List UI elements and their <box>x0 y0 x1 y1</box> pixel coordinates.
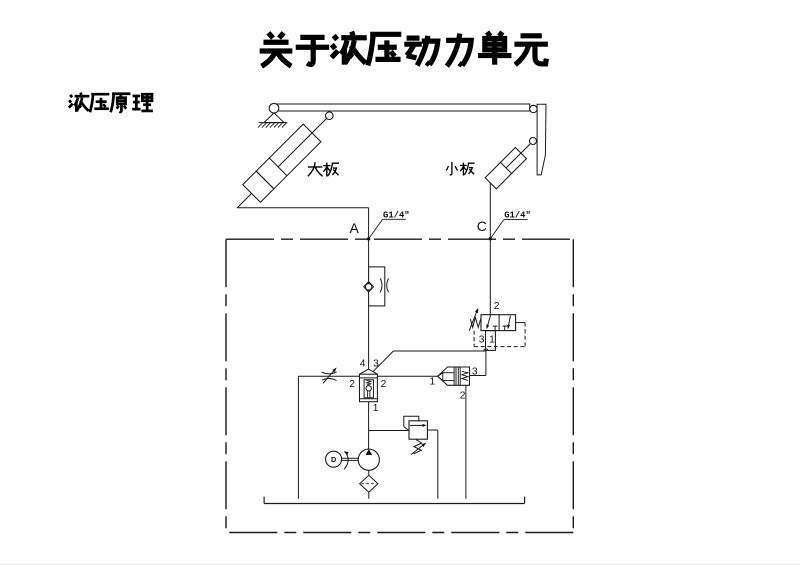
svg-text:1: 1 <box>429 377 435 388</box>
svg-text:1: 1 <box>373 403 379 414</box>
svg-text:4: 4 <box>360 359 366 370</box>
svg-text:3: 3 <box>373 359 379 370</box>
svg-text:A: A <box>350 220 360 236</box>
svg-text:G1/4″: G1/4″ <box>504 211 531 221</box>
svg-text:G1/4″: G1/4″ <box>383 210 410 220</box>
svg-text:2: 2 <box>494 301 500 312</box>
svg-text:2: 2 <box>349 379 355 390</box>
svg-text:2: 2 <box>381 379 387 390</box>
svg-text:D: D <box>331 455 336 464</box>
svg-text:3: 3 <box>472 366 478 377</box>
svg-text:C: C <box>477 218 487 234</box>
svg-text:3: 3 <box>479 335 485 346</box>
svg-text:1: 1 <box>489 335 495 346</box>
svg-text:2: 2 <box>460 391 466 402</box>
